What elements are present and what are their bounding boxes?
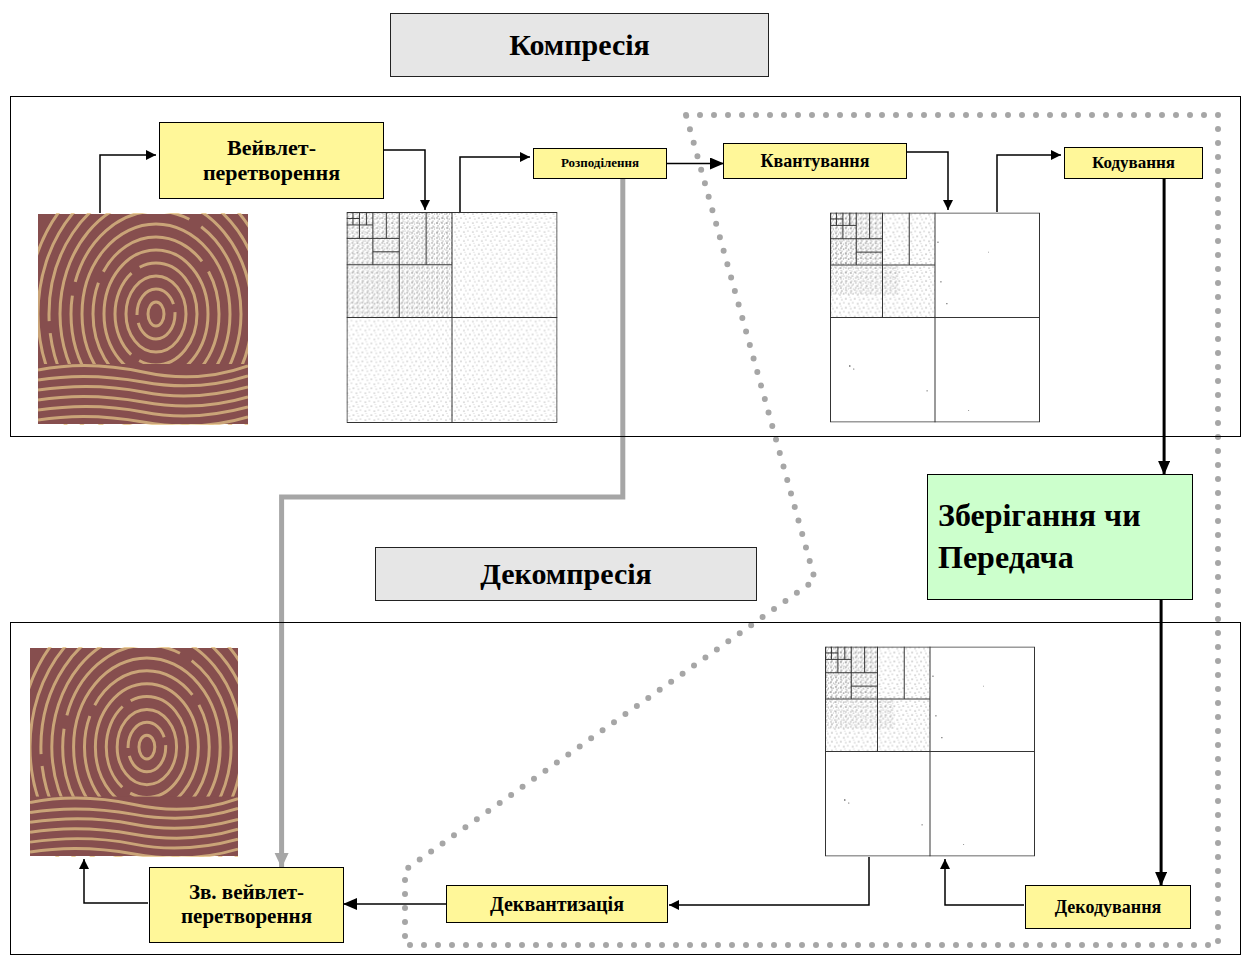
box-label: Декодування <box>1055 897 1162 917</box>
process-box: Кодування <box>1064 147 1203 179</box>
decoded-image <box>825 647 1035 857</box>
connector-arrow <box>1163 179 1166 474</box>
flow-arrow <box>997 155 1061 212</box>
process-box: Деквантизація <box>446 885 668 923</box>
panel-heading: Компресія <box>509 28 650 62</box>
box-label: Розподілення <box>561 156 639 171</box>
storage-box: Зберігання чи Передача <box>927 474 1193 600</box>
stage-panel: ДекомпресіяДекодуванняДеквантизаціяЗв. в… <box>10 622 1241 955</box>
flow-arrow <box>84 859 148 903</box>
fingerprint-image <box>27 159 285 469</box>
panel-heading: Декомпресія <box>480 557 652 591</box>
process-box: Декодування <box>1025 885 1191 929</box>
box-label: Деквантизація <box>490 893 624 915</box>
panel-heading-box: Компресія <box>390 13 769 77</box>
stage-panel: КомпресіяВейвлет- перетворенняРозподілен… <box>10 96 1241 437</box>
flow-arrow <box>945 859 1024 905</box>
box-label: Кодування <box>1092 153 1175 172</box>
flow-arrow <box>383 150 425 210</box>
flow-arrow <box>669 857 869 905</box>
panel-heading-box: Декомпресія <box>375 547 757 601</box>
process-box: Розподілення <box>533 148 667 179</box>
quantized-image <box>830 213 1040 423</box>
connector-arrow <box>282 179 623 867</box>
connector-arrow <box>344 903 446 905</box>
process-box: Квантування <box>723 143 907 179</box>
box-label: Вейвлет- перетворення <box>166 136 377 185</box>
process-box: Вейвлет- перетворення <box>159 122 384 199</box>
connector-arrow <box>667 163 723 165</box>
box-label: Зв. вейвлет- перетворення <box>156 881 337 928</box>
restored-fingerprint-image <box>19 594 275 901</box>
box-label: Квантування <box>761 151 870 171</box>
box-label: Зберігання чи Передача <box>938 495 1182 578</box>
flow-arrow <box>100 155 156 213</box>
flow-arrow <box>906 152 948 210</box>
wavelet-image <box>347 212 558 423</box>
flow-arrow <box>460 157 530 212</box>
process-box: Зв. вейвлет- перетворення <box>149 867 344 943</box>
connector-arrow <box>1160 600 1163 885</box>
